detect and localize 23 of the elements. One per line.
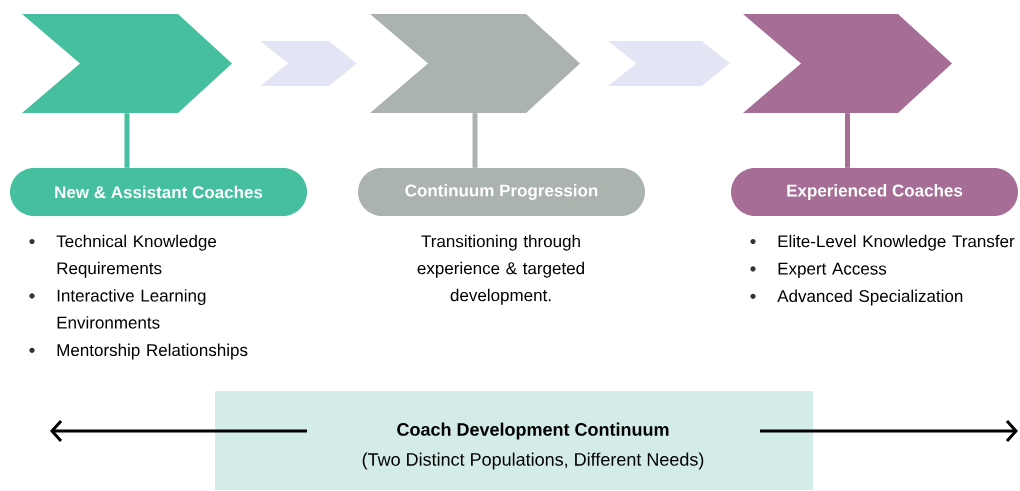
banner-title: Coach Development Continuum bbox=[397, 422, 669, 440]
arrow bbox=[760, 420, 1018, 442]
bullet-item: Advanced Specialization bbox=[750, 289, 963, 306]
bullet-item: Expert Access bbox=[750, 262, 887, 279]
connector-line bbox=[124, 113, 130, 168]
chevron-shape bbox=[370, 14, 580, 113]
description-text: Transitioning through experience & targeted development. bbox=[417, 234, 584, 305]
arrow bbox=[50, 420, 307, 442]
banner-box bbox=[215, 391, 813, 490]
connector-line bbox=[845, 113, 850, 168]
banner-subtitle: (Two Distinct Populations, Different Needs) bbox=[362, 452, 704, 470]
label-pill: New & Assistant Coaches bbox=[10, 168, 307, 216]
label-pill: Experienced Coaches bbox=[731, 168, 1018, 216]
bullet-item: Technical Knowledge Requirements bbox=[29, 234, 217, 278]
connector-line bbox=[472, 113, 478, 168]
bullet-item: Mentorship Relationships bbox=[29, 343, 248, 360]
chevron-arrow bbox=[608, 41, 730, 86]
bullet-item: Interactive Learning Environments bbox=[29, 289, 206, 329]
chevron-shape bbox=[22, 14, 232, 113]
label-pill: Continuum Progression bbox=[358, 168, 645, 216]
chevron-shape bbox=[743, 14, 952, 113]
bullet-item: Elite-Level Knowledge Transfer bbox=[750, 234, 1015, 251]
chevron-arrow bbox=[260, 41, 357, 86]
